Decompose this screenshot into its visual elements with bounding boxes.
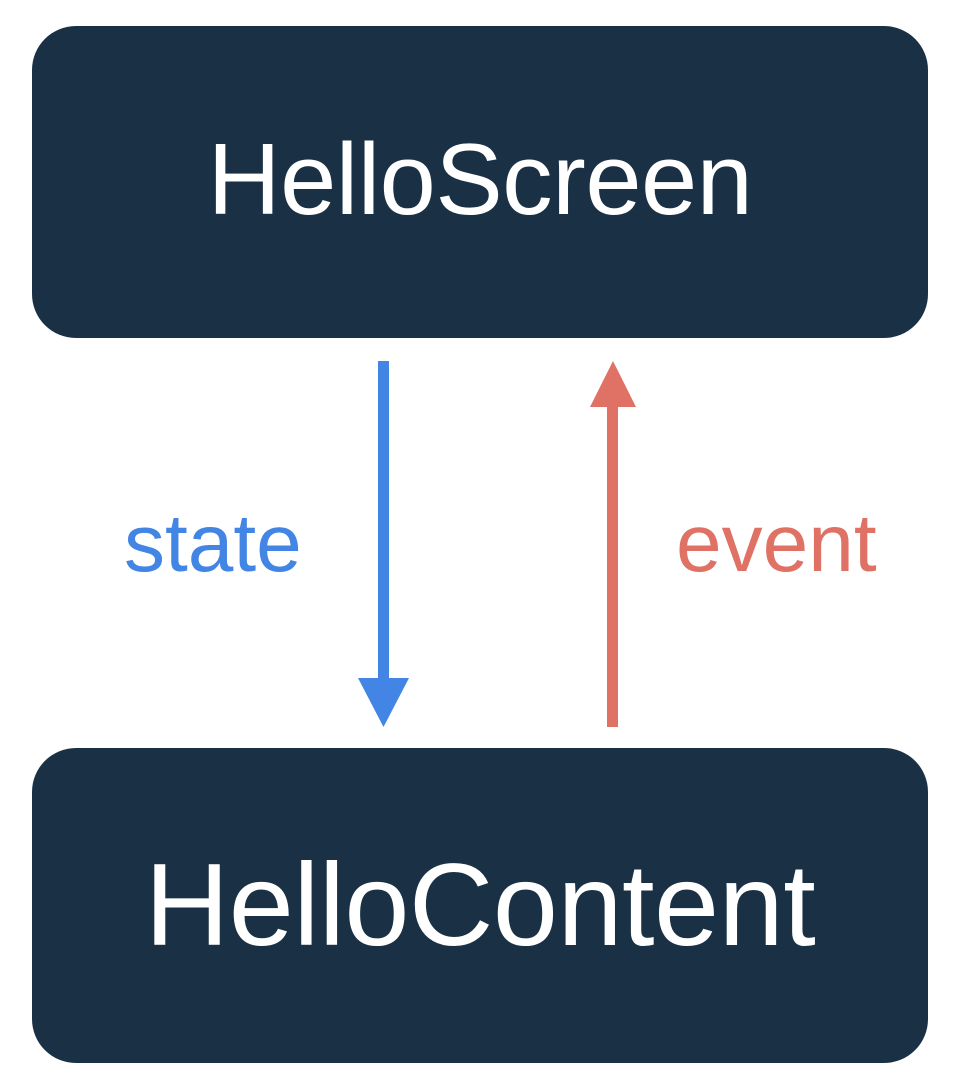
- state-arrow-down: [358, 361, 409, 727]
- edge-label-state: state: [124, 498, 302, 589]
- edge-label-event: event: [676, 498, 877, 589]
- event-arrow-shaft: [607, 406, 618, 727]
- event-arrow-head-icon: [590, 361, 636, 407]
- node-hello-content[interactable]: HelloContent: [32, 748, 928, 1063]
- event-arrow-up: [590, 361, 636, 727]
- state-arrow-head-icon: [358, 678, 409, 727]
- state-arrow-shaft: [378, 361, 389, 679]
- node-hello-content-label: HelloContent: [144, 839, 816, 970]
- node-hello-screen-label: HelloScreen: [207, 123, 753, 236]
- node-hello-screen[interactable]: HelloScreen: [32, 26, 928, 338]
